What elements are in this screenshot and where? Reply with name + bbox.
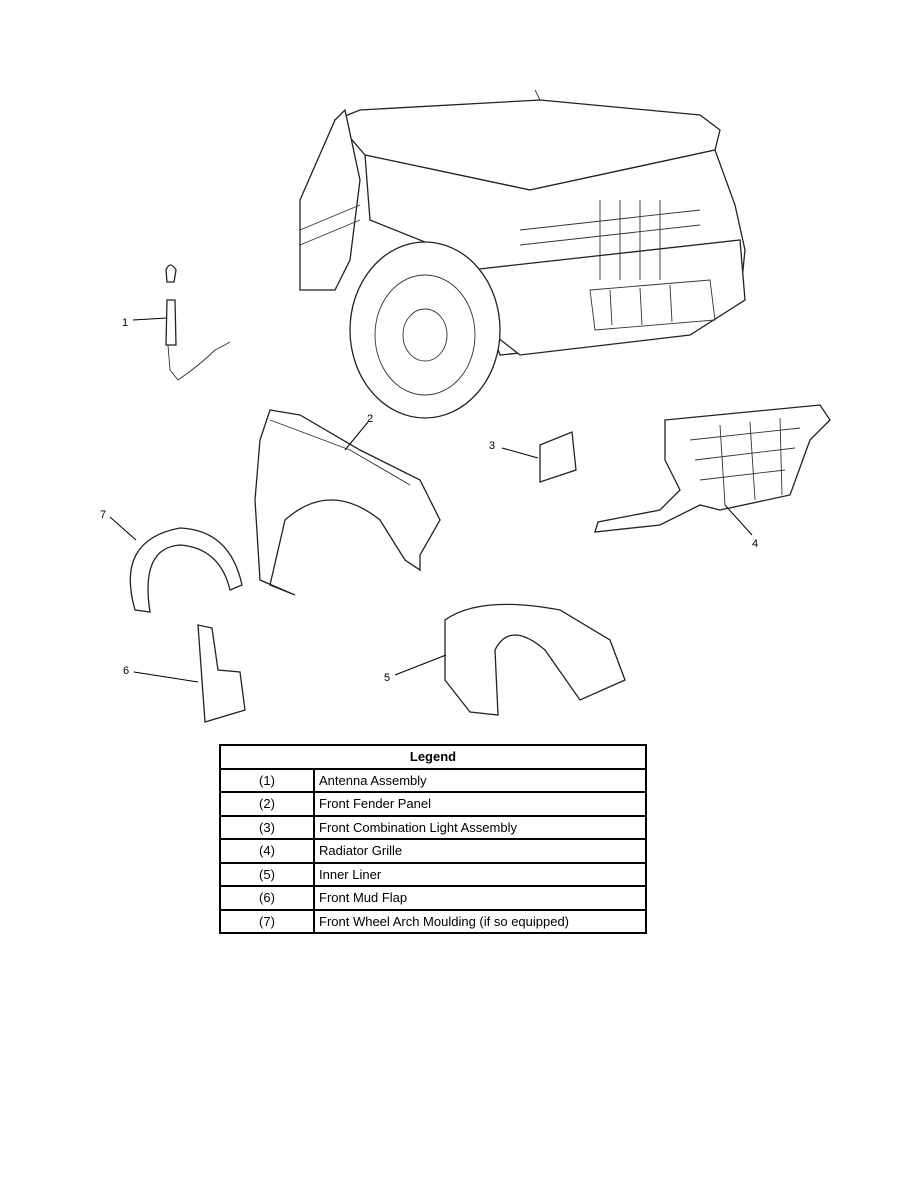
leader-line-6 xyxy=(133,671,199,683)
radiator-grille xyxy=(594,404,831,533)
table-row: (1)Antenna Assembly xyxy=(219,767,647,793)
legend-name: Front Mud Flap xyxy=(313,885,647,911)
front-mud-flap xyxy=(197,624,246,723)
legend-name: Front Wheel Arch Moulding (if so equippe… xyxy=(313,908,647,934)
legend-number: (2) xyxy=(219,791,315,817)
legend-number: (7) xyxy=(219,908,315,934)
legend-name: Antenna Assembly xyxy=(313,767,647,793)
leader-line-3 xyxy=(501,447,539,459)
leader-line-7 xyxy=(109,516,137,541)
wheel-arch-moulding xyxy=(129,527,243,613)
leader-line-4 xyxy=(724,504,753,536)
table-row: (3)Front Combination Light Assembly xyxy=(219,814,647,840)
table-row: (2)Front Fender Panel xyxy=(219,791,647,817)
inner-liner xyxy=(444,603,626,716)
legend-table: Legend (1)Antenna Assembly (2)Front Fend… xyxy=(219,744,647,934)
legend-name: Front Fender Panel xyxy=(313,791,647,817)
antenna-assembly xyxy=(165,264,231,381)
callout-4: 4 xyxy=(752,538,758,550)
callout-1: 1 xyxy=(122,317,128,329)
table-row: (6)Front Mud Flap xyxy=(219,885,647,911)
front-fender-panel xyxy=(254,409,441,596)
legend-number: (6) xyxy=(219,885,315,911)
leader-line-2 xyxy=(344,421,369,451)
callout-2: 2 xyxy=(367,413,373,425)
callout-7: 7 xyxy=(100,509,106,521)
legend-name: Radiator Grille xyxy=(313,838,647,864)
vehicle-front-illustration xyxy=(299,89,746,419)
table-row: (4)Radiator Grille xyxy=(219,838,647,864)
callout-3: 3 xyxy=(489,440,495,452)
legend-name: Inner Liner xyxy=(313,861,647,887)
callout-6: 6 xyxy=(123,665,129,677)
legend-number: (1) xyxy=(219,767,315,793)
front-combination-light xyxy=(539,431,577,483)
table-row: (7)Front Wheel Arch Moulding (if so equi… xyxy=(219,908,647,934)
leader-line-5 xyxy=(394,654,447,676)
callout-5: 5 xyxy=(384,672,390,684)
legend-title: Legend xyxy=(219,744,647,770)
leader-line-1 xyxy=(132,317,168,321)
legend-number: (3) xyxy=(219,814,315,840)
table-row: (5)Inner Liner xyxy=(219,861,647,887)
exploded-parts-diagram: 1 2 3 4 5 6 7 xyxy=(100,89,831,723)
legend-name: Front Combination Light Assembly xyxy=(313,814,647,840)
legend-number: (5) xyxy=(219,861,315,887)
legend-number: (4) xyxy=(219,838,315,864)
